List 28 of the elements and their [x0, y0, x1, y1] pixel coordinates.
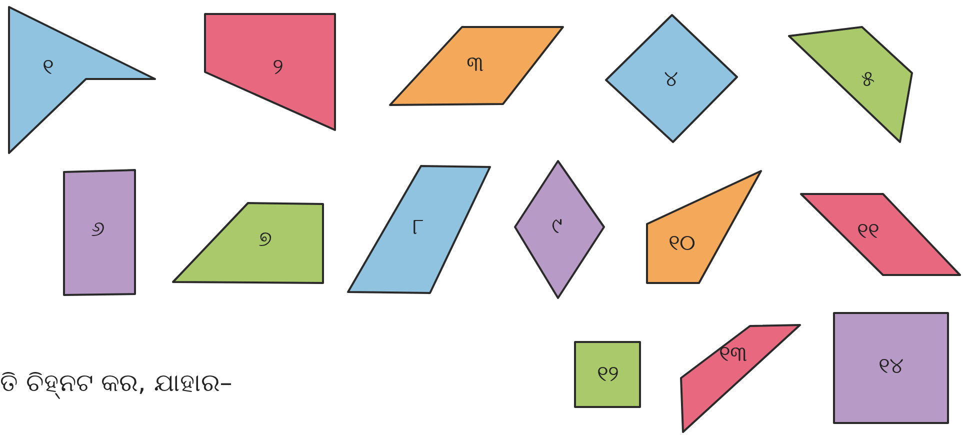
shape-number: ୪: [664, 69, 678, 91]
parallelogram-shape: [347, 165, 491, 294]
rhombus-shape: [514, 160, 605, 299]
shape-number: ୨: [272, 57, 284, 79]
shape-number: ୧୦: [668, 233, 696, 255]
shape-number: ୧୩: [719, 344, 747, 366]
parallelogram-shape: [800, 193, 961, 276]
arrowhead-shape: [8, 6, 156, 154]
shape-number: ୭: [258, 229, 272, 251]
square-shape: [833, 312, 949, 424]
shape-number: ୯: [552, 216, 562, 238]
shape-number: ୫: [861, 69, 875, 91]
trapezoid-shape: [172, 202, 324, 284]
square-shape: [574, 341, 641, 408]
parallelogram-shape: [389, 26, 564, 106]
shape-number: ୬: [91, 219, 105, 241]
shape-number: ୧: [42, 57, 54, 79]
shape-number: ୩: [466, 54, 484, 76]
shape-number: ୧୧: [857, 221, 879, 243]
quadrilateral-shape: [646, 170, 762, 284]
rectangle-shape: [63, 169, 136, 296]
shape-number: ୧୪: [878, 356, 904, 378]
shape-number: ୧୨: [597, 364, 619, 386]
parallelogram-shape: [680, 324, 801, 433]
instruction-text: ତି ଚିହ୍ନଟ କର, ଯାହାର–: [0, 368, 232, 398]
trapezoid-shape: [204, 13, 336, 131]
quadrilateral-shape: [788, 26, 913, 143]
shape-number: ୮: [412, 217, 424, 239]
